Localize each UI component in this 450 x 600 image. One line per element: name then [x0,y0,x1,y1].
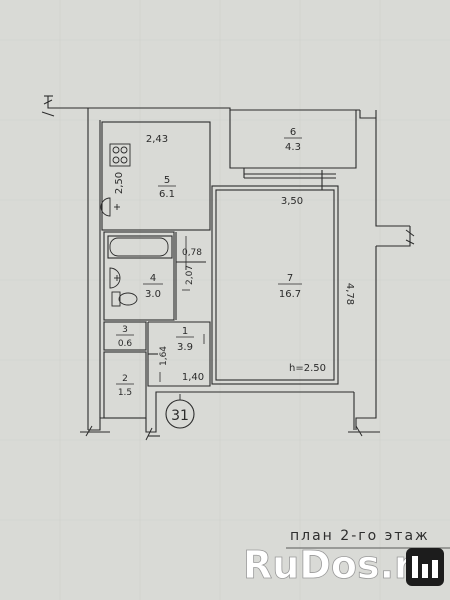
dimension-labels: 2,43 2,50 3,50 4,78 0,78 2,07 1,64 1,40 … [114,134,355,383]
kitchen-depth-label: 2,50 [114,172,125,194]
toilet-icon [111,291,121,307]
room-3-number: 3 [122,325,128,335]
break-marks [41,99,415,441]
room-1-number: 1 [182,326,188,337]
room-width-label: 3,50 [281,196,303,207]
plan-caption-text: план 2-го этаж [290,528,430,544]
hall-width-label: 1,40 [182,372,204,383]
room-7-area: 16.7 [279,289,301,300]
room-5-area: 6.1 [159,189,175,200]
kitchen-width-label: 2,43 [146,134,168,145]
room-4-area: 3.0 [145,289,161,300]
bath-depth-label: 2,07 [185,265,195,285]
watermark: RuDos.ru [243,543,444,587]
room-7-number: 7 [287,273,293,284]
axis-marker: 31 [165,394,195,429]
room-4-number: 4 [150,273,156,284]
room-depth-label: 4,78 [344,283,355,305]
bathtub-icon [109,237,169,257]
dimension-ticks [159,236,205,382]
washbasin-icon [109,267,121,289]
hall-depth-label: 1,64 [159,346,169,366]
walls [44,95,411,437]
room-5-number: 5 [164,175,170,186]
kitchen-sink-icon [100,197,111,217]
room-1-area: 3.9 [177,342,193,353]
axis-marker-label: 31 [171,408,189,424]
room-6-number: 6 [290,127,296,138]
room-2-number: 2 [122,374,128,384]
room-6-area: 4.3 [285,142,301,153]
ceiling-height-label: h=2.50 [289,363,326,374]
bath-width-label: 0,78 [182,248,202,258]
rudos-logo-icon [406,548,444,586]
stove-icon [109,143,131,167]
room-labels: 5 6.1 6 4.3 7 16.7 4 3.0 3 0.6 1 3.9 2 1… [116,127,302,398]
room-2-area: 1.5 [118,388,132,398]
room-3-area: 0.6 [118,339,133,349]
fixtures [100,143,169,307]
